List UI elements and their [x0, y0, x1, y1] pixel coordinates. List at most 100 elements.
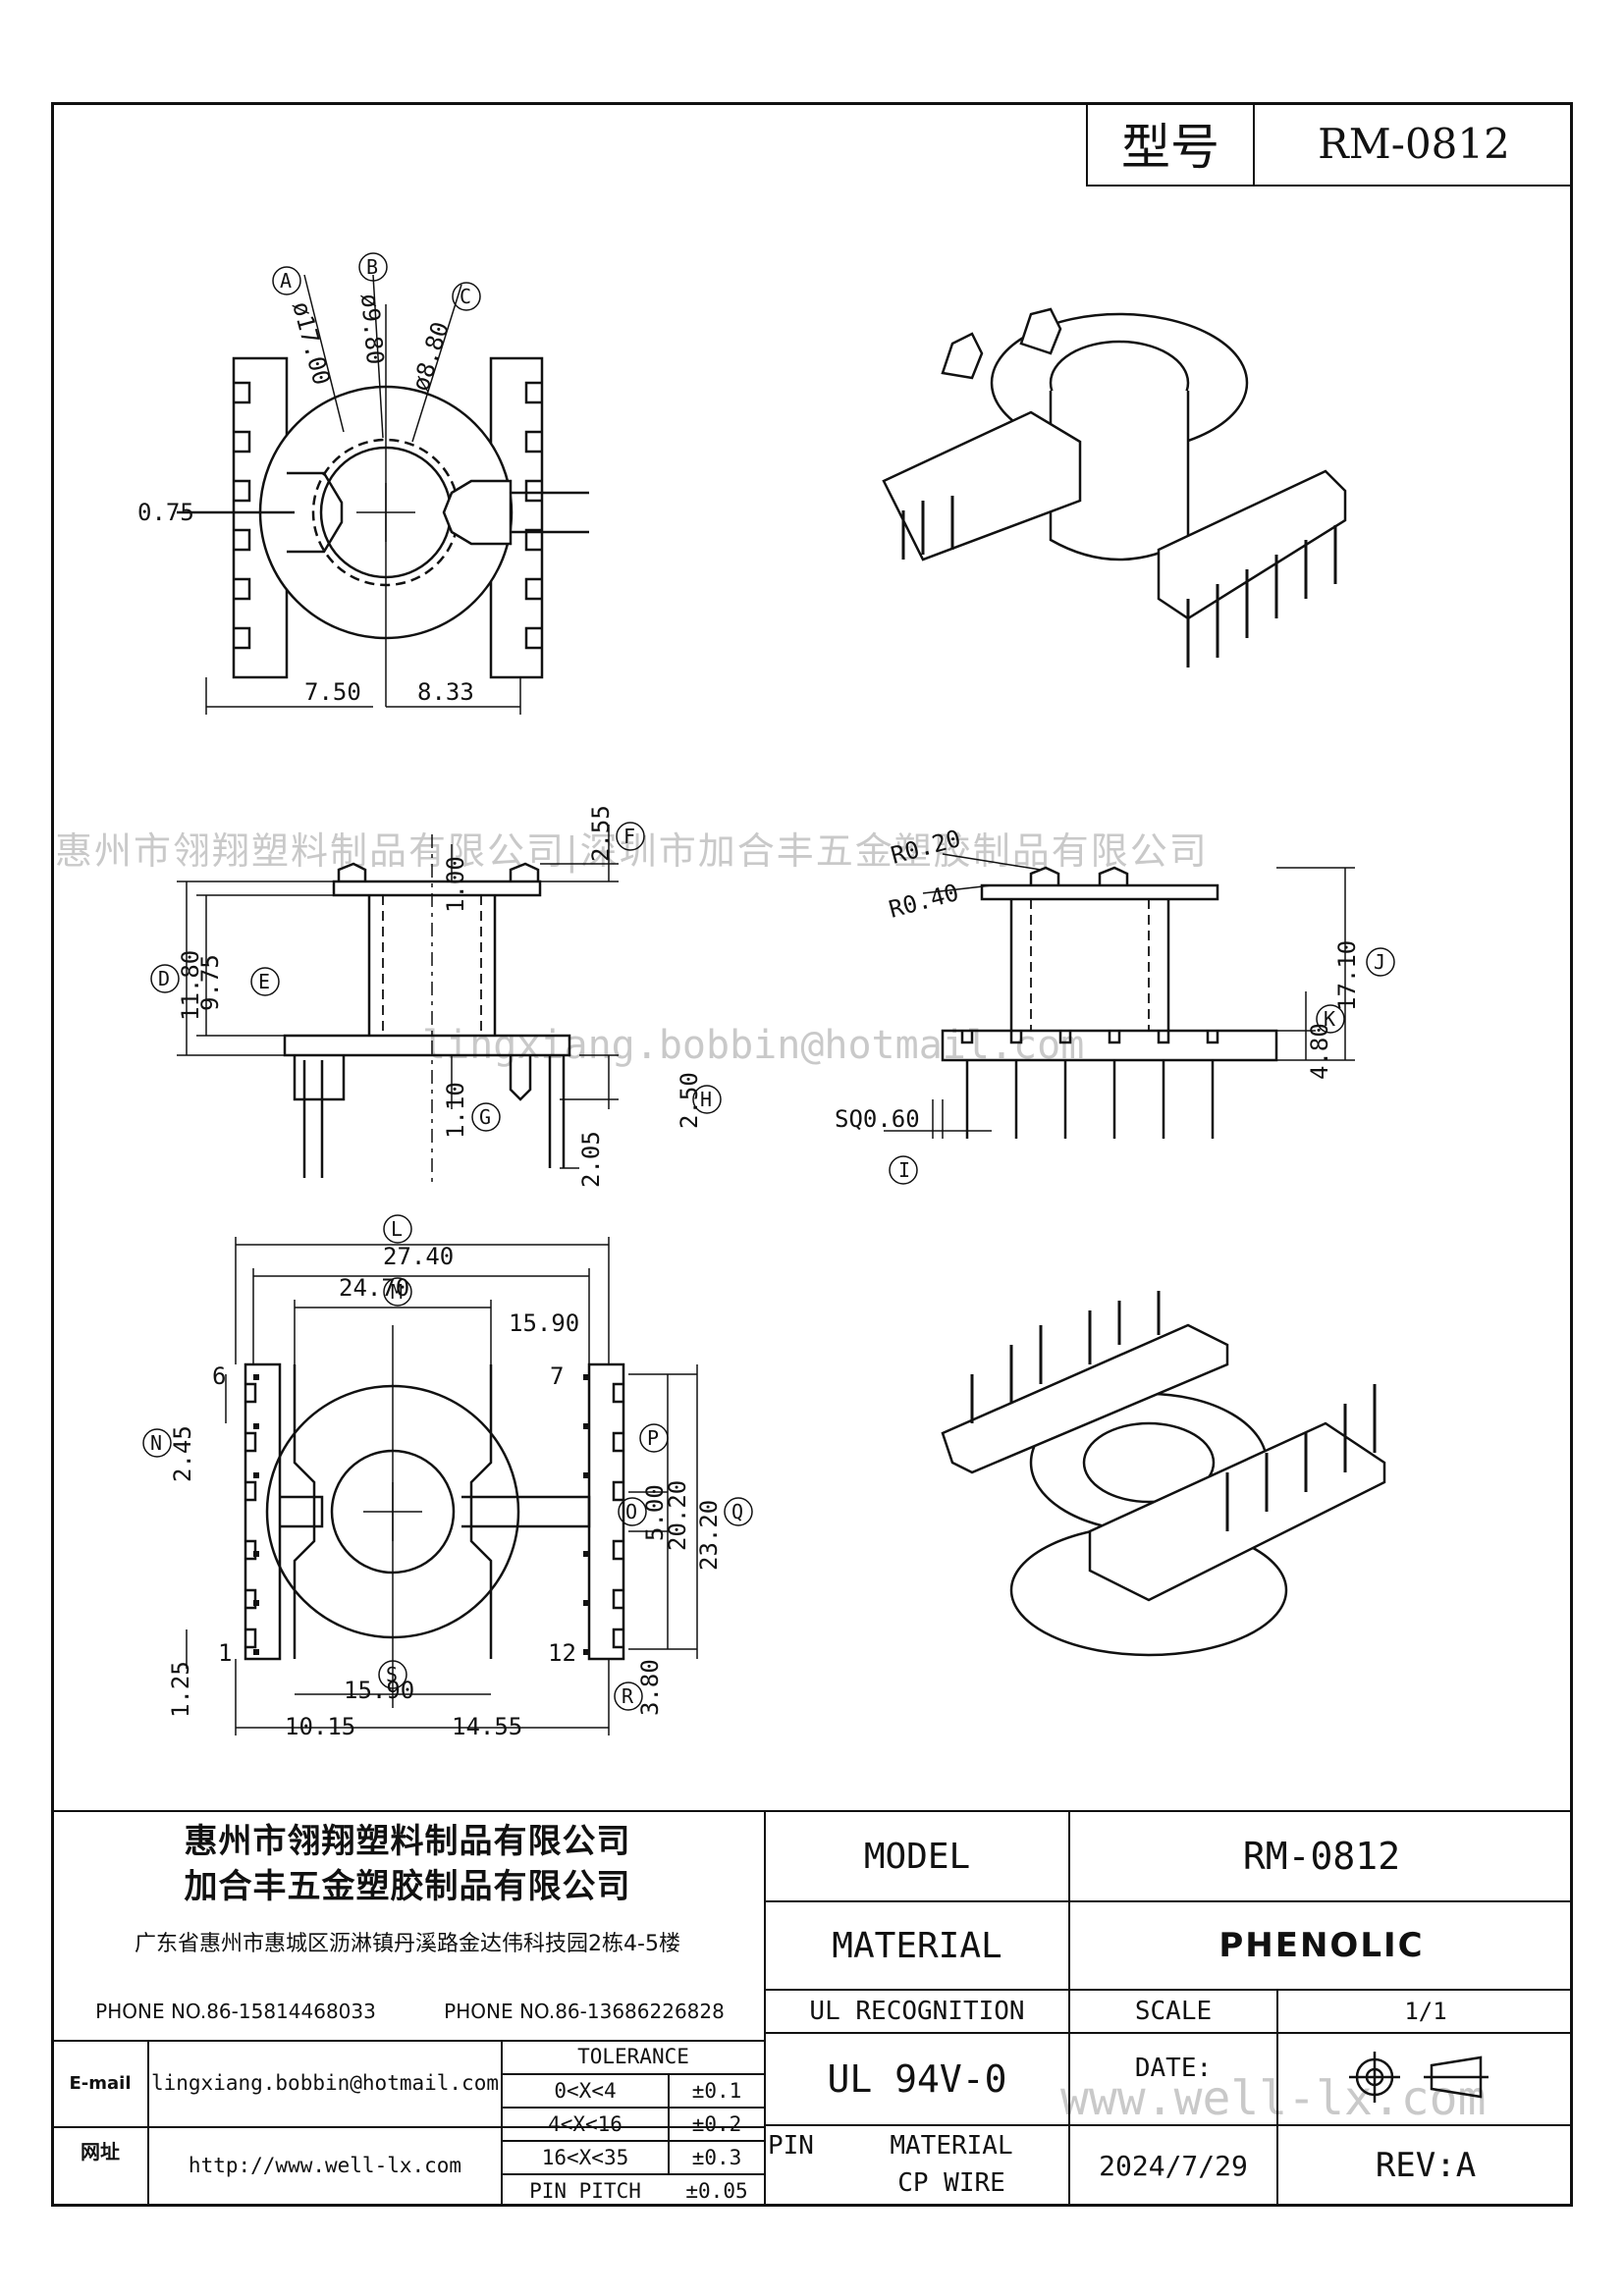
material-label: MATERIAL [832, 1925, 1002, 1966]
company-name-2: 加合丰五金塑胶制品有限公司 [184, 1866, 631, 1906]
dim-I: SQ0.60 [835, 1105, 920, 1133]
dim-top: 1.00 [442, 856, 469, 913]
label-A: A [280, 269, 292, 293]
label-B: B [366, 255, 378, 279]
dim-right: 14.55 [452, 1713, 522, 1740]
label-A-circle [272, 266, 301, 295]
front-view-drawing: J K I R0.20 R0.40 17.10 4.80 SQ0.60 [835, 825, 1395, 1185]
tol-value-2: ±0.2 [691, 2112, 742, 2136]
dim-dA: ø17.00 [287, 298, 335, 388]
company-name-1: 惠州市翎翔塑料制品有限公司 [184, 1821, 631, 1861]
scale-value: 1/1 [1404, 1998, 1447, 2025]
email-value[interactable]: lingxiang.bobbin@hotmail.com [150, 2071, 499, 2095]
phone-2: PHONE NO.86-13686226828 [444, 2000, 725, 2023]
dim-F: 2.55 [587, 805, 615, 862]
side-top-flange [332, 880, 542, 897]
tol-value-4: ±0.05 [685, 2179, 748, 2203]
dim-pin: 2.05 [577, 1131, 605, 1188]
watermark-site: www.well-lx.com [1060, 2071, 1487, 2126]
scale-label: SCALE [1134, 1997, 1213, 2026]
side-bottom-flange [283, 1034, 571, 1057]
pin-12: 12 [548, 1639, 576, 1667]
tol-range-1: 0<X<4 [554, 2079, 617, 2103]
label-Q: Q [731, 1500, 743, 1523]
drawing-sheet [51, 102, 1573, 2207]
dim-G: 1.10 [442, 1082, 469, 1139]
label-C-circle [452, 282, 481, 311]
date-value: 2024/7/29 [1099, 2149, 1248, 2182]
ul-label: UL RECOGNITION [809, 1997, 1025, 2026]
projection-symbol-icon [1349, 2052, 1489, 2103]
dim-Q: 23.20 [695, 1500, 723, 1571]
header-type-box: 型号 RM-0812 [1086, 102, 1573, 187]
tol-value-1: ±0.1 [691, 2079, 742, 2103]
tol-range-3: 16<X<35 [541, 2146, 629, 2169]
dim-H: 2.50 [676, 1072, 703, 1129]
dim-r1: R0.20 [888, 825, 963, 870]
header-model-number: RM-0812 [1318, 119, 1510, 168]
tolerance-title: TOLERANCE [577, 2045, 689, 2068]
dim-O: 5.00 [641, 1484, 669, 1541]
dim-K: 4.80 [1306, 1023, 1333, 1080]
iso-view-top [882, 307, 1347, 667]
dim-N: 2.45 [169, 1425, 196, 1482]
ul-value: UL 94V-0 [827, 2057, 1007, 2101]
header-type-label: 型号 [1121, 119, 1219, 176]
label-F: F [623, 825, 635, 848]
label-K: K [1324, 1007, 1335, 1031]
dim-J: 17.10 [1333, 940, 1361, 1011]
material-value: PHENOLIC [1218, 1926, 1425, 1965]
dim-S: 15.90 [344, 1677, 414, 1704]
top-view-drawing: A B C ø17.00 ø9.80 ø8.80 0.75 7.50 8.33 [137, 252, 589, 715]
dim-R: 3.80 [636, 1659, 664, 1716]
label-J: J [1374, 950, 1385, 974]
side-barrel [367, 895, 497, 1036]
web-label: 网址 [81, 2139, 120, 2163]
company-address: 广东省惠州市惠城区沥淋镇丹溪路金达伟科技园2栋4-5楼 [135, 1932, 680, 1956]
tol-range-2: 4<X<16 [548, 2112, 623, 2136]
label-E: E [258, 970, 270, 993]
phone-1: PHONE NO.86-15814468033 [95, 2000, 376, 2023]
web-value[interactable]: http://www.well-lx.com [188, 2154, 462, 2177]
model-label: MODEL [863, 1836, 971, 1877]
dim-dC: ø8.80 [406, 318, 455, 394]
pin-7: 7 [550, 1362, 564, 1390]
pin-material-label: MATERIAL [890, 2131, 1013, 2161]
dim-right: 8.33 [417, 678, 474, 706]
tol-value-3: ±0.3 [691, 2146, 742, 2169]
dim-P: 20.20 [664, 1480, 691, 1551]
bottom-view-drawing: 6 1 7 12 L M N P O Q R S 27.40 24.70 15.… [142, 1214, 753, 1740]
label-O: O [625, 1500, 637, 1523]
label-B-circle [358, 252, 388, 282]
dim-M: 15.90 [509, 1309, 579, 1337]
top-left-comb [232, 356, 289, 679]
dim-inner: 24.70 [339, 1274, 409, 1302]
dim-left: 10.15 [285, 1713, 355, 1740]
model-value: RM-0812 [1242, 1835, 1401, 1878]
label-I: I [898, 1158, 910, 1182]
label-H: H [700, 1088, 712, 1111]
pin-1: 1 [218, 1639, 232, 1667]
side-view-drawing: D E F G H 11.80 9.75 1.00 2.55 1.10 2.05… [150, 805, 722, 1188]
dim-dB: ø9.80 [355, 293, 389, 365]
dim-E: 9.75 [196, 954, 224, 1011]
label-S: S [386, 1663, 398, 1686]
iso-view-bottom [941, 1291, 1386, 1657]
pin-label: PIN [768, 2131, 814, 2161]
bottom-right-comb [587, 1362, 625, 1661]
revision: REV:A [1375, 2146, 1477, 2185]
email-label: E-mail [69, 2072, 132, 2094]
dim-pitch: 1.25 [167, 1661, 194, 1718]
dim-L: 27.40 [383, 1243, 454, 1270]
label-R: R [622, 1684, 634, 1708]
label-P: P [647, 1426, 659, 1450]
dim-D: 11.80 [177, 950, 204, 1021]
bottom-left-comb [244, 1362, 282, 1661]
date-label: DATE: [1134, 2054, 1213, 2083]
label-D: D [158, 967, 170, 990]
dim-left: 7.50 [304, 678, 361, 706]
label-G: G [479, 1105, 491, 1129]
dim-r2: R0.40 [886, 879, 961, 924]
label-M: M [391, 1280, 403, 1304]
label-C: C [460, 285, 471, 308]
